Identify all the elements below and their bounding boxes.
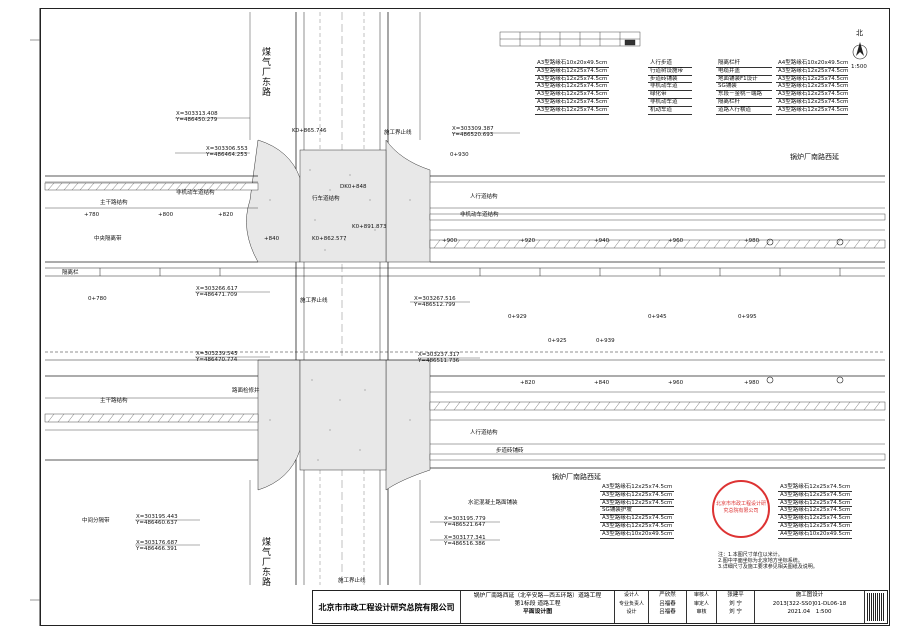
- qr-code-icon: [867, 593, 885, 621]
- road-name-guolu-bottom: 锅炉厂南路西延: [552, 473, 601, 481]
- station-label: 0+925: [548, 338, 567, 344]
- station-label: +840: [594, 380, 610, 386]
- region-label: 主干路结构: [100, 398, 128, 404]
- station-label: +980: [744, 238, 760, 244]
- drawing-notes: 注：1.本图尺寸单位以米计。2.图中平面坐标为北京地方坐标系统。3.详细尺寸及施…: [718, 552, 818, 571]
- leader-lines: [135, 117, 520, 546]
- intersection-paving: [246, 139, 431, 491]
- station-label: DK0+848: [340, 184, 367, 190]
- material-grid: [499, 31, 641, 47]
- region-label: 施工界止线: [300, 298, 328, 304]
- region-label: 施工界止线: [338, 578, 366, 584]
- name-col-2: 张建平刘 宁刘 宁: [717, 591, 755, 623]
- upper-median: [44, 182, 886, 249]
- station-label: 0+930: [450, 152, 469, 158]
- company-seal: 北京市市政工程设计研究总院有限公司: [712, 480, 770, 538]
- station-label: +980: [744, 380, 760, 386]
- station-label: +900: [442, 238, 458, 244]
- markers: [766, 238, 844, 384]
- region-label: 路面检修井: [232, 388, 260, 394]
- station-label: K0+862.577: [312, 236, 347, 242]
- station-label: +780: [84, 212, 100, 218]
- region-label: 中央隔离带: [94, 236, 122, 242]
- north-label: 北: [856, 29, 863, 37]
- station-label: 0+995: [738, 314, 757, 320]
- region-label: 施工界止线: [384, 130, 412, 136]
- company-name: 北京市市政工程设计研究总院有限公司: [313, 591, 461, 623]
- region-label: 人行道结构: [470, 194, 498, 200]
- station-label: +800: [158, 212, 174, 218]
- region-label: 非机动车道结构: [176, 190, 215, 196]
- station-label: +960: [668, 380, 684, 386]
- station-label: +820: [520, 380, 536, 386]
- drawing-info: 施工图设计 2013[322-SS0]01-DL06-18 2021.04 1:…: [755, 591, 865, 623]
- station-label: +920: [520, 238, 536, 244]
- station-label: +820: [218, 212, 234, 218]
- lower-hatch: [47, 401, 881, 423]
- station-label: 0+780: [88, 296, 107, 302]
- station-label: 0+939: [596, 338, 615, 344]
- station-label: +960: [668, 238, 684, 244]
- name-col-1: 严欣然吕福春吕福春: [649, 591, 687, 623]
- title-block: 北京市市政工程设计研究总院有限公司 锅炉厂南路西延（北辛安路—西五环路）道路工程…: [312, 590, 888, 624]
- project-title: 锅炉厂南路西延（北辛安路—西五环路）道路工程 第1标段 道路工程 平面设计图: [461, 591, 615, 623]
- stipple-dots: [269, 169, 411, 461]
- region-label: 行车道结构: [312, 196, 340, 202]
- station-label: K0+865.746: [292, 128, 327, 134]
- station-label: K0+891.873: [352, 224, 387, 230]
- north-arrow: [852, 42, 868, 60]
- central-divider: [45, 267, 885, 361]
- station-label: +840: [264, 236, 280, 242]
- station-label: 0+929: [508, 314, 527, 320]
- region-label: 非机动车道结构: [460, 212, 499, 218]
- region-label: 隔离栏: [62, 270, 79, 276]
- role-col-2: 审核人审定人审核: [687, 591, 717, 623]
- station-label: +940: [594, 238, 610, 244]
- scale-label: 1:500: [851, 64, 867, 70]
- upper-carriageway: [45, 175, 885, 263]
- road-name-guolu-top: 锅炉厂南路西延: [790, 153, 839, 161]
- region-label: 步道砖铺砖: [496, 448, 524, 454]
- region-label: 人行道结构: [470, 430, 498, 436]
- lower-carriageway: [44, 375, 886, 469]
- region-label: 中间分隔带: [82, 518, 110, 524]
- road-name-meichang-top: 煤气厂东路: [262, 48, 272, 98]
- vertical-road: [249, 12, 421, 585]
- station-label: 0+945: [648, 314, 667, 320]
- station-ticks: [99, 268, 841, 276]
- median-hatch: [47, 182, 881, 249]
- region-label: 主干路结构: [100, 200, 128, 206]
- role-col-1: 设计人专业负责人设计: [615, 591, 649, 623]
- road-name-meichang-bottom: 煤气厂东路: [262, 538, 272, 588]
- top-legend-col2: 人行步道行道树设施带步道砖铺装非机动车道绿化带非机动车道机动车道: [648, 60, 692, 115]
- region-label: 水泥混凝土路面铺装: [468, 500, 518, 506]
